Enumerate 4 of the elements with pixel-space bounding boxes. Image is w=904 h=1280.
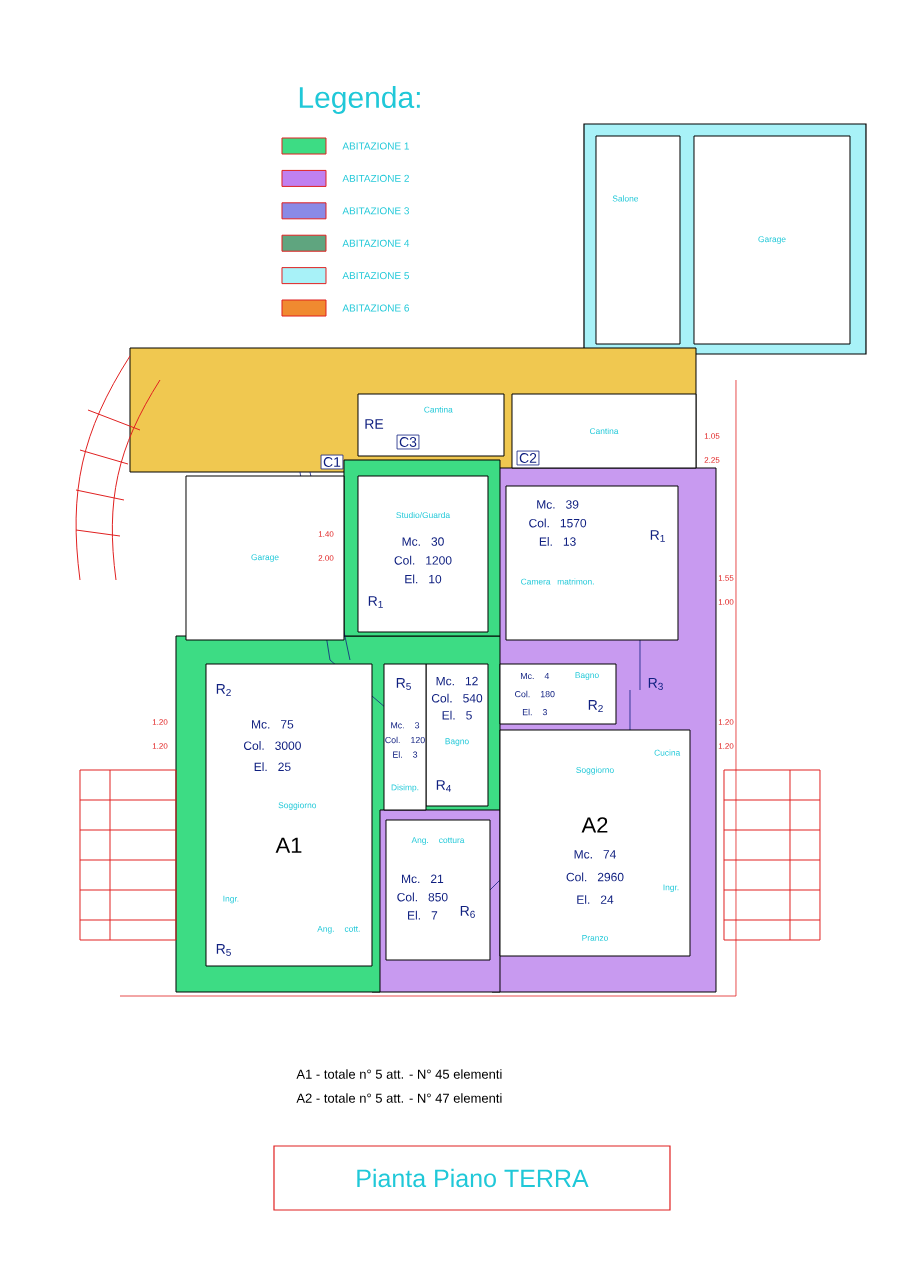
caption-box: Pianta Piano TERRA	[273, 1145, 671, 1211]
apartment-label: A1	[275, 837, 302, 853]
legend-heading: Legenda:	[299, 86, 420, 114]
apartment-label: A2	[581, 817, 608, 833]
